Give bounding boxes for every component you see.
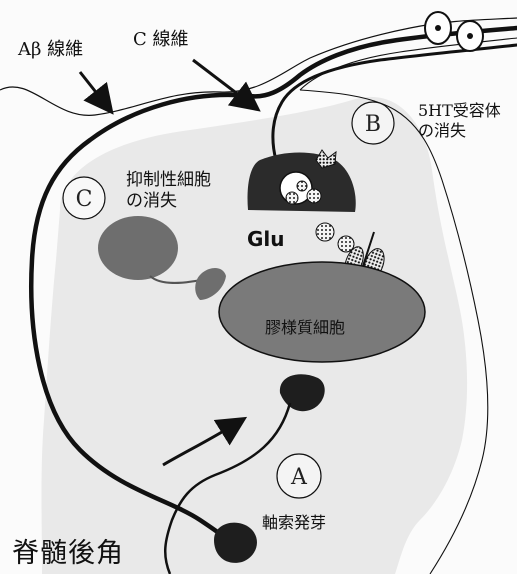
released-vesicle [338,236,354,252]
svg-text:C: C [76,187,93,212]
receptor-loss-label-line1: 5HT受容体 [418,101,501,121]
inhibitory-loss-label: 抑制性細胞 の消失 [126,170,211,212]
marker-b: B [352,102,394,144]
svg-text:A: A [290,465,308,490]
svg-text:B: B [365,112,381,137]
receptor-loss-label: 5HT受容体 の消失 [418,101,501,141]
released-vesicle [316,223,334,241]
vesicle [307,189,321,203]
marker-a: A [277,454,321,498]
abeta-fiber-label: Aβ 線維 [18,35,83,61]
vesicle [286,192,298,204]
sg-cell [219,262,425,362]
dorsal-horn-label: 脊髄後角 [12,531,124,570]
glu-label: Glu [247,227,285,251]
inhibitory-loss-label-line2: の消失 [126,191,211,212]
gray-matter-edge [300,38,517,90]
vesicle [297,181,307,191]
inhibitory-cell [98,216,178,280]
abeta-pointer-arrow [80,72,110,110]
marker-c: C [63,177,105,219]
receptor-loss-label-line2: の消失 [418,121,501,141]
c-fiber-pointer-arrow [193,60,256,108]
sg-cell-label: 膠様質細胞 [265,314,345,338]
inhibitory-loss-label-line1: 抑制性細胞 [126,170,211,191]
axon-sprouting-label: 軸索発芽 [262,509,326,533]
c-fiber-label: C 線維 [133,25,189,51]
